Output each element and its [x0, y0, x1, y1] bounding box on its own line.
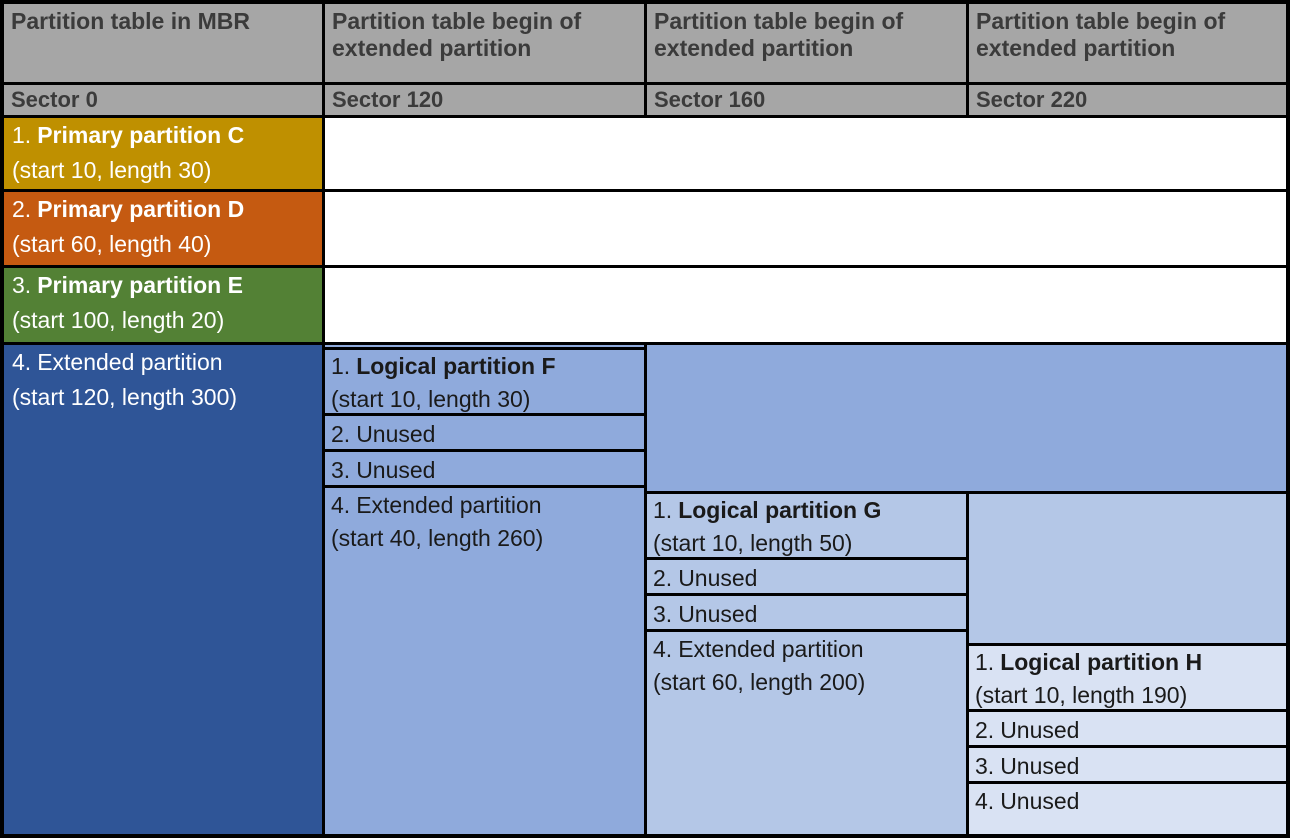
entry-detail: (start 40, length 260)	[331, 525, 544, 551]
entry-detail: (start 60, length 200)	[653, 669, 866, 695]
entry-detail: (start 100, length 20)	[12, 307, 225, 333]
entry-name: Extended partition	[678, 636, 864, 662]
entry-name: Unused	[678, 565, 758, 591]
entry-number: 4.	[975, 788, 995, 814]
entry-number: 1.	[653, 497, 673, 523]
entry-name: Primary partition D	[37, 196, 245, 222]
entry-name: Primary partition E	[37, 272, 243, 298]
entry-detail: (start 60, length 40)	[12, 231, 212, 257]
header-title-ext-3: Partition table begin of extended partit…	[969, 4, 1286, 82]
entry-number: 3.	[12, 272, 32, 298]
header-title-mbr: Partition table in MBR	[4, 4, 322, 82]
entry-number: 4.	[12, 349, 32, 375]
entry-name: Extended partition	[37, 349, 223, 375]
entry-number: 1.	[12, 122, 32, 148]
ext1-entry-logical-f: 1.Logical partition F (start 10, length …	[325, 350, 644, 416]
entry-number: 3.	[331, 457, 351, 483]
mbr-entry-primary-c: 1.Primary partition C (start 10, length …	[4, 118, 322, 189]
entry-number: 4.	[331, 492, 351, 518]
entry-number: 2.	[653, 565, 673, 591]
partition-table-sector-120: 1.Logical partition F (start 10, length …	[325, 347, 644, 834]
empty-row-c	[325, 118, 1286, 189]
entry-detail: (start 10, length 50)	[653, 530, 853, 556]
entry-name: Logical partition H	[1000, 649, 1203, 675]
mbr-entry-primary-e: 3.Primary partition E (start 100, length…	[4, 268, 322, 342]
ext3-entry-logical-h: 1.Logical partition H (start 10, length …	[969, 646, 1286, 712]
entry-name: Unused	[1000, 788, 1080, 814]
extended-region-level3: 1.Logical partition H (start 10, length …	[969, 646, 1286, 834]
entry-detail: (start 120, length 300)	[12, 384, 238, 410]
empty-row-e	[325, 268, 1286, 342]
entry-number: 4.	[653, 636, 673, 662]
entry-name: Unused	[356, 421, 436, 447]
extended-region-level1: 1.Logical partition F (start 10, length …	[325, 345, 644, 834]
entry-name: Logical partition G	[678, 497, 882, 523]
partition-table-sector-160: 1.Logical partition G (start 10, length …	[647, 494, 966, 834]
ext1-entry-extended: 4.Extended partition (start 40, length 2…	[325, 488, 644, 834]
entry-name: Unused	[1000, 753, 1080, 779]
ext3-entry-unused-3: 3.Unused	[969, 748, 1286, 784]
entry-number: 1.	[331, 353, 351, 379]
sector-label-220: Sector 220	[969, 85, 1286, 115]
sector-label-160: Sector 160	[647, 85, 966, 115]
entry-number: 2.	[975, 717, 995, 743]
entry-name: Primary partition C	[37, 122, 245, 148]
ext2-entry-extended: 4.Extended partition (start 60, length 2…	[647, 632, 966, 834]
entry-name: Unused	[1000, 717, 1080, 743]
partition-table-sector-220: 1.Logical partition H (start 10, length …	[969, 646, 1286, 834]
extended-region-level1-body	[647, 345, 1286, 491]
entry-name: Logical partition F	[356, 353, 556, 379]
entry-detail: (start 10, length 30)	[331, 386, 531, 412]
ext2-entry-logical-g: 1.Logical partition G (start 10, length …	[647, 494, 966, 560]
extended-region-level2: 1.Logical partition G (start 10, length …	[647, 494, 966, 834]
entry-number: 2.	[12, 196, 32, 222]
header-title-ext-1: Partition table begin of extended partit…	[325, 4, 644, 82]
entry-number: 1.	[975, 649, 995, 675]
ext2-entry-unused-2: 2.Unused	[647, 560, 966, 596]
ext3-entry-unused-4: 4.Unused	[969, 784, 1286, 834]
entry-name: Unused	[356, 457, 436, 483]
ext1-entry-unused-3: 3.Unused	[325, 452, 644, 488]
header-title-ext-2: Partition table begin of extended partit…	[647, 4, 966, 82]
ext3-entry-unused-2: 2.Unused	[969, 712, 1286, 748]
mbr-entry-primary-d: 2.Primary partition D (start 60, length …	[4, 192, 322, 265]
entry-number: 2.	[331, 421, 351, 447]
ext2-entry-unused-3: 3.Unused	[647, 596, 966, 632]
mbr-entry-extended: 4.Extended partition (start 120, length …	[4, 345, 322, 834]
ext1-entry-unused-2: 2.Unused	[325, 416, 644, 452]
entry-name: Unused	[678, 601, 758, 627]
sector-label-120: Sector 120	[325, 85, 644, 115]
entry-number: 3.	[653, 601, 673, 627]
entry-name: Extended partition	[356, 492, 542, 518]
entry-detail: (start 10, length 30)	[12, 157, 212, 183]
empty-row-d	[325, 192, 1286, 265]
extended-region-level2-body	[969, 494, 1286, 643]
entry-number: 3.	[975, 753, 995, 779]
sector-label-0: Sector 0	[4, 85, 322, 115]
entry-detail: (start 10, length 190)	[975, 682, 1188, 708]
